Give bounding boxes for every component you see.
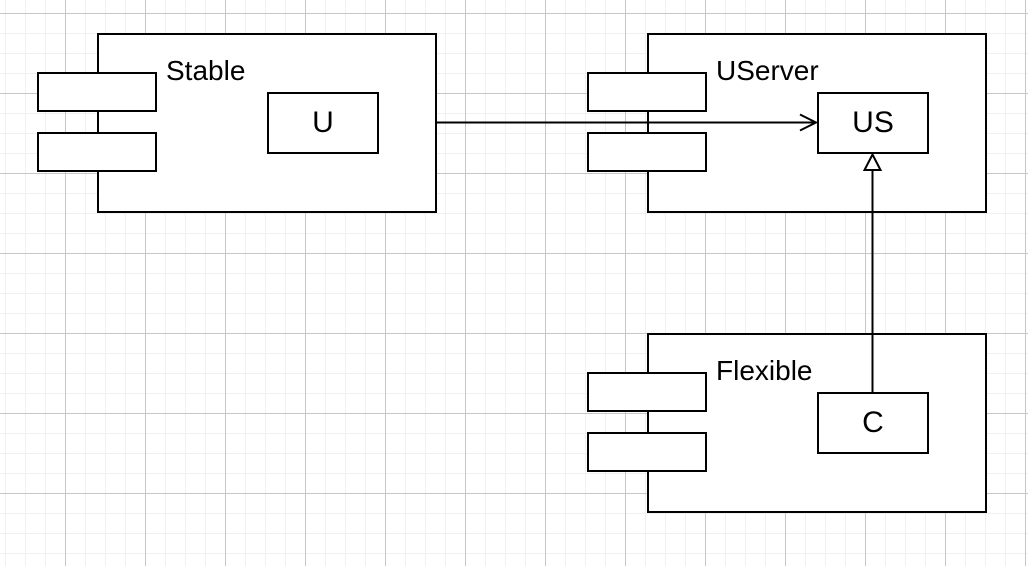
class-box-us[interactable]: US [817, 92, 929, 154]
port-rect-bottom[interactable] [37, 132, 157, 172]
port-rect-top[interactable] [587, 72, 707, 112]
class-box-label: U [312, 106, 334, 139]
port-rect-bottom[interactable] [587, 432, 707, 472]
port-rect-top[interactable] [587, 372, 707, 412]
component-flexible[interactable]: Flexible C [587, 333, 987, 513]
class-box-label: C [862, 406, 884, 439]
component-label: Stable [166, 55, 246, 86]
class-box-label: US [852, 106, 894, 139]
component-label: UServer [716, 55, 819, 86]
component-stable[interactable]: Stable U [37, 33, 437, 213]
port-rect-top[interactable] [37, 72, 157, 112]
class-box-c[interactable]: C [817, 392, 929, 454]
component-userver[interactable]: UServer US [587, 33, 987, 213]
class-box-u[interactable]: U [267, 92, 379, 154]
port-rect-bottom[interactable] [587, 132, 707, 172]
component-label: Flexible [716, 355, 813, 386]
